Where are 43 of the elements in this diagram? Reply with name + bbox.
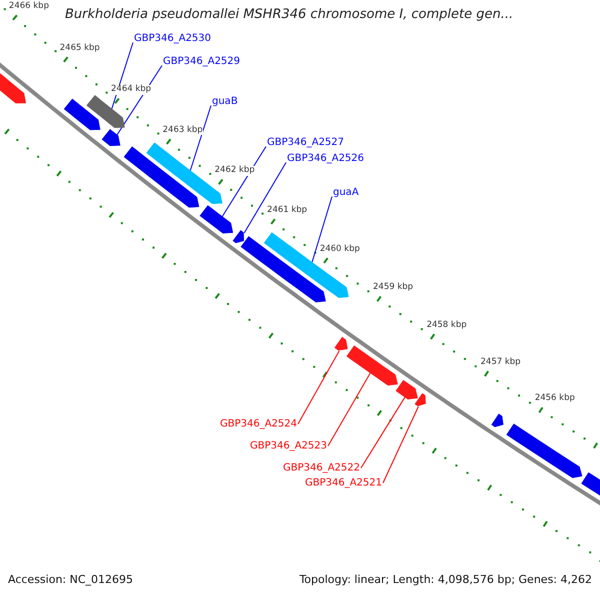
leader-line (360, 396, 406, 468)
gene-label: GBP346_A2522 (282, 462, 360, 474)
leader-line (190, 105, 212, 172)
scale-label: 2463 kbp (162, 126, 203, 136)
leader-line (312, 196, 332, 263)
gene-label: GBP346_A2521 (304, 477, 382, 489)
gene-feature (232, 230, 244, 244)
gene-feature (346, 345, 398, 386)
gene-label: GBP346_A2527 (267, 137, 344, 148)
genome-stats-text: Topology: linear; Length: 4,098,576 bp; Genes: 4,262 (299, 574, 592, 587)
scale-label: 2462 kbp (214, 166, 255, 176)
scale-label: 2466 kbp (8, 2, 49, 12)
gene-label: GBP346_A2529 (163, 56, 240, 68)
gene-feature (200, 205, 234, 234)
gene-feature (124, 146, 200, 208)
gene-feature (491, 414, 504, 428)
gene-feature (396, 380, 418, 400)
map-title: Burkholderia pseudomallei MSHR346 chromosome I, complete gen... (65, 8, 514, 23)
gene-feature (86, 95, 125, 128)
scale-label: 2458 kbp (426, 320, 467, 330)
gene-feature (506, 424, 582, 478)
gene-label: GBP346_A2524 (220, 418, 297, 430)
scale-label: 2459 kbp (373, 282, 414, 293)
gene-label: guaA (333, 187, 359, 198)
scale-label: 2457 kbp (480, 358, 521, 368)
gene-feature (102, 129, 120, 146)
gene-label: GBP346_A2530 (134, 33, 212, 44)
gene-label: guaB (212, 96, 238, 108)
gene-label: GBP346_A2523 (250, 440, 327, 452)
leader-line (382, 406, 419, 484)
scale-label: 2464 kbp (111, 84, 152, 95)
scale-label: 2456 kbp (534, 394, 575, 404)
gene-label: GBP346_A2526 (287, 153, 364, 164)
leader-line (298, 350, 340, 424)
scale-label: 2465 kbp (60, 44, 100, 54)
scale-label: 2461 kbp (267, 206, 308, 216)
gene-feature (334, 336, 348, 351)
leader-line (328, 372, 371, 446)
gene-feature (64, 98, 100, 130)
scale-label: 2460 kbp (320, 244, 360, 254)
leader-line (244, 162, 286, 234)
gene-feature (414, 393, 426, 406)
accession-text: Accession: NC_012695 (8, 574, 134, 587)
